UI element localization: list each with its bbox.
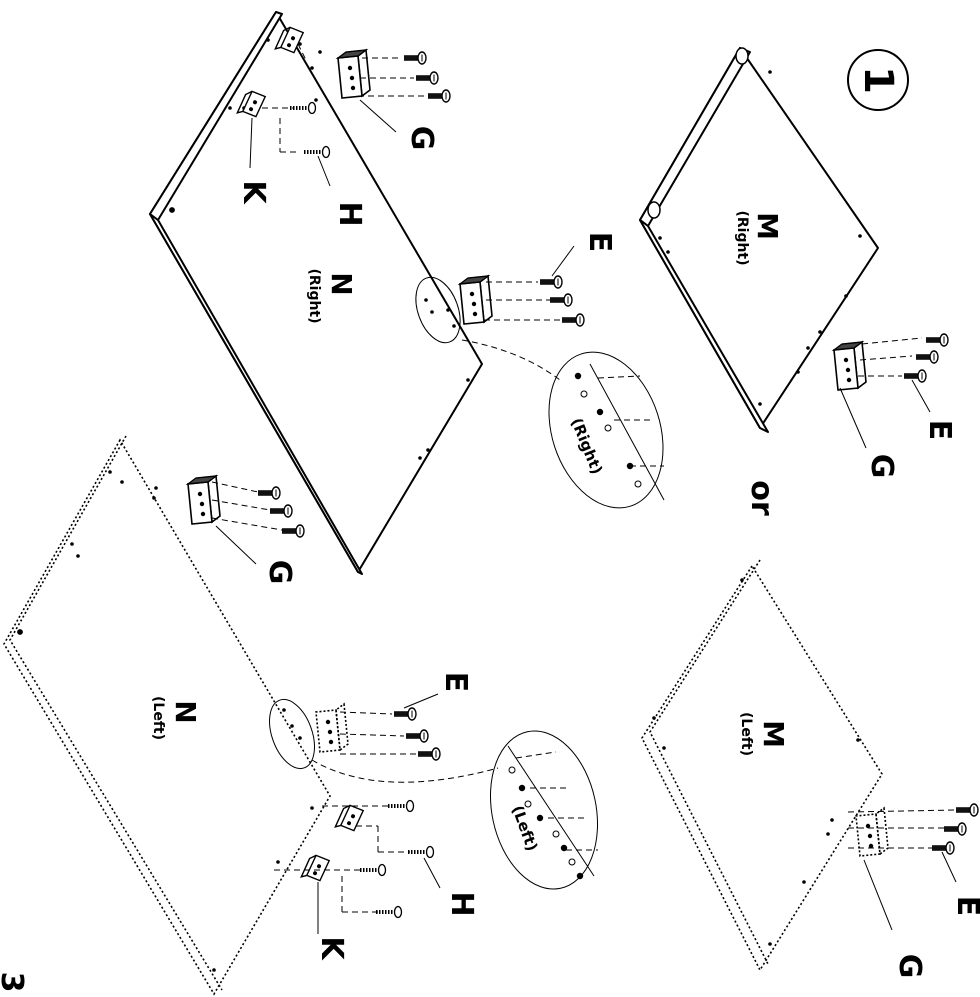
panel-n-right: N (Right) (149, 11, 585, 575)
detail-label-right: (Right) (567, 415, 606, 476)
clip-k (298, 850, 332, 887)
part-side-m-right: (Right) (734, 210, 750, 265)
part-letter-m-left: M (757, 720, 790, 748)
step-number: 1 (855, 66, 901, 94)
connector-or: or (744, 480, 779, 516)
cam-lock (735, 47, 749, 65)
detail-callout-ring (415, 276, 461, 344)
part-side-n-right: (Right) (306, 268, 322, 323)
hardware-label-e: E (950, 896, 980, 917)
detail-label-left: (Left) (508, 803, 541, 853)
part-side-m-left: (Left) (738, 712, 754, 756)
hardware-label-g: G (262, 560, 297, 585)
panel-m-right: M (Right) (639, 47, 949, 449)
hardware-label-h: H (444, 891, 479, 916)
page-number: 3 (0, 972, 29, 993)
detail-left: (Left) (489, 730, 599, 890)
clip-k (332, 800, 366, 837)
part-letter-m-right: M (751, 212, 784, 240)
hardware-label-k: K (314, 936, 349, 961)
hardware-label-g: G (864, 454, 899, 479)
panel-m-left: M (Left) (641, 559, 979, 972)
hardware-label-e: E (438, 672, 473, 693)
panel-n-left: N (Left) (3, 435, 499, 996)
part-side-n-left: (Left) (150, 696, 166, 740)
hardware-label-e: E (922, 420, 957, 441)
step-circle (847, 49, 909, 111)
detail-callout-ring (269, 698, 315, 770)
part-letter-n-left: N (169, 700, 202, 723)
hardware-label-k: K (236, 180, 271, 205)
cam-lock (647, 201, 661, 219)
hardware-label-g: G (404, 126, 439, 151)
hardware-label-g: G (892, 954, 927, 979)
hardware-label-e: E (582, 232, 617, 253)
part-letter-n-right: N (325, 272, 358, 295)
hardware-label-h: H (332, 201, 367, 226)
detail-right: (Right) (548, 351, 665, 509)
step-number-badge: 1 (847, 49, 909, 111)
